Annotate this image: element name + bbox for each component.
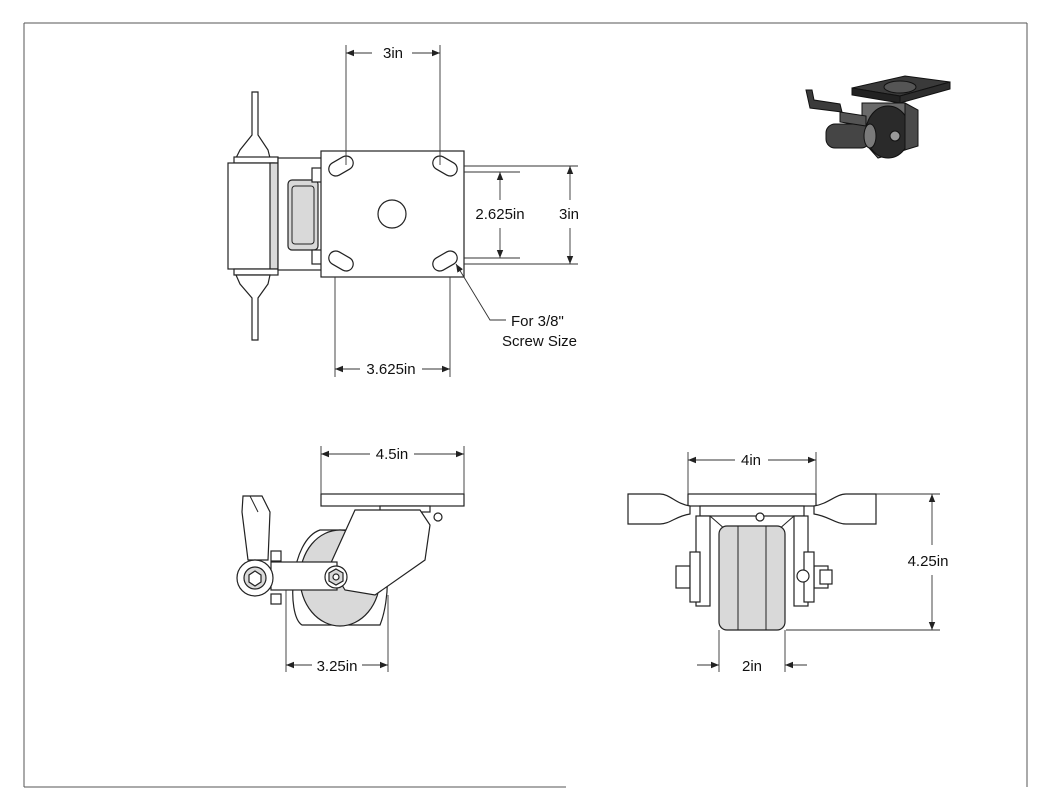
dim-label: 3.625in: [366, 361, 415, 378]
front-plate: [687, 493, 817, 507]
dimension-2625in: 2.625in: [464, 171, 525, 259]
slot-hole: [328, 155, 354, 177]
dim-label: 3.25in: [317, 658, 358, 675]
dimension-3625in: 3.625in: [334, 277, 451, 378]
slot-hole: [432, 155, 458, 177]
wheel-front: [718, 525, 786, 631]
brake-pedal: [227, 91, 279, 341]
dimension-2in: 2in: [697, 630, 807, 675]
slot-hole: [328, 250, 354, 272]
note-line-1: For 3/8": [511, 313, 564, 330]
isometric-caster-image: [805, 75, 951, 159]
screw-size-note: For 3/8" Screw Size: [455, 263, 577, 350]
mounting-plate-top: [320, 150, 465, 278]
dim-label: 2in: [742, 658, 762, 675]
dimension-325in: 3.25in: [285, 590, 389, 675]
dim-label: 2.625in: [475, 206, 524, 223]
dim-label: 3in: [383, 45, 403, 62]
dimension-45in: 4.5in: [320, 446, 465, 494]
drawing-frame: [23, 22, 1028, 788]
dimension-4in: 4in: [687, 452, 817, 494]
dim-label: 4.5in: [376, 446, 409, 463]
side-view: 4.5in 3.25in: [236, 446, 465, 675]
axle-hardware: [675, 551, 833, 603]
pedal-left: [627, 493, 691, 525]
note-line-2: Screw Size: [502, 333, 577, 350]
dimension-3in-height: 3in: [464, 165, 579, 265]
dimension-3in-width: 3in: [345, 45, 441, 165]
dim-label: 4in: [741, 452, 761, 469]
slot-hole: [432, 250, 458, 272]
pedal-right: [813, 493, 877, 525]
swivel-arm-side: [270, 509, 431, 596]
dim-label: 3in: [559, 206, 579, 223]
dim-label: 4.25in: [908, 553, 949, 570]
front-view: 4in 4.25in 2in: [627, 452, 949, 675]
brake-side: [236, 495, 282, 605]
kingpin-hole: [377, 199, 407, 229]
dimension-425in: 4.25in: [786, 493, 949, 631]
top-view: 3in 2.625in 3in 3.625in F: [227, 45, 579, 378]
side-plate: [320, 493, 465, 507]
swivel-bracket: [277, 157, 323, 271]
